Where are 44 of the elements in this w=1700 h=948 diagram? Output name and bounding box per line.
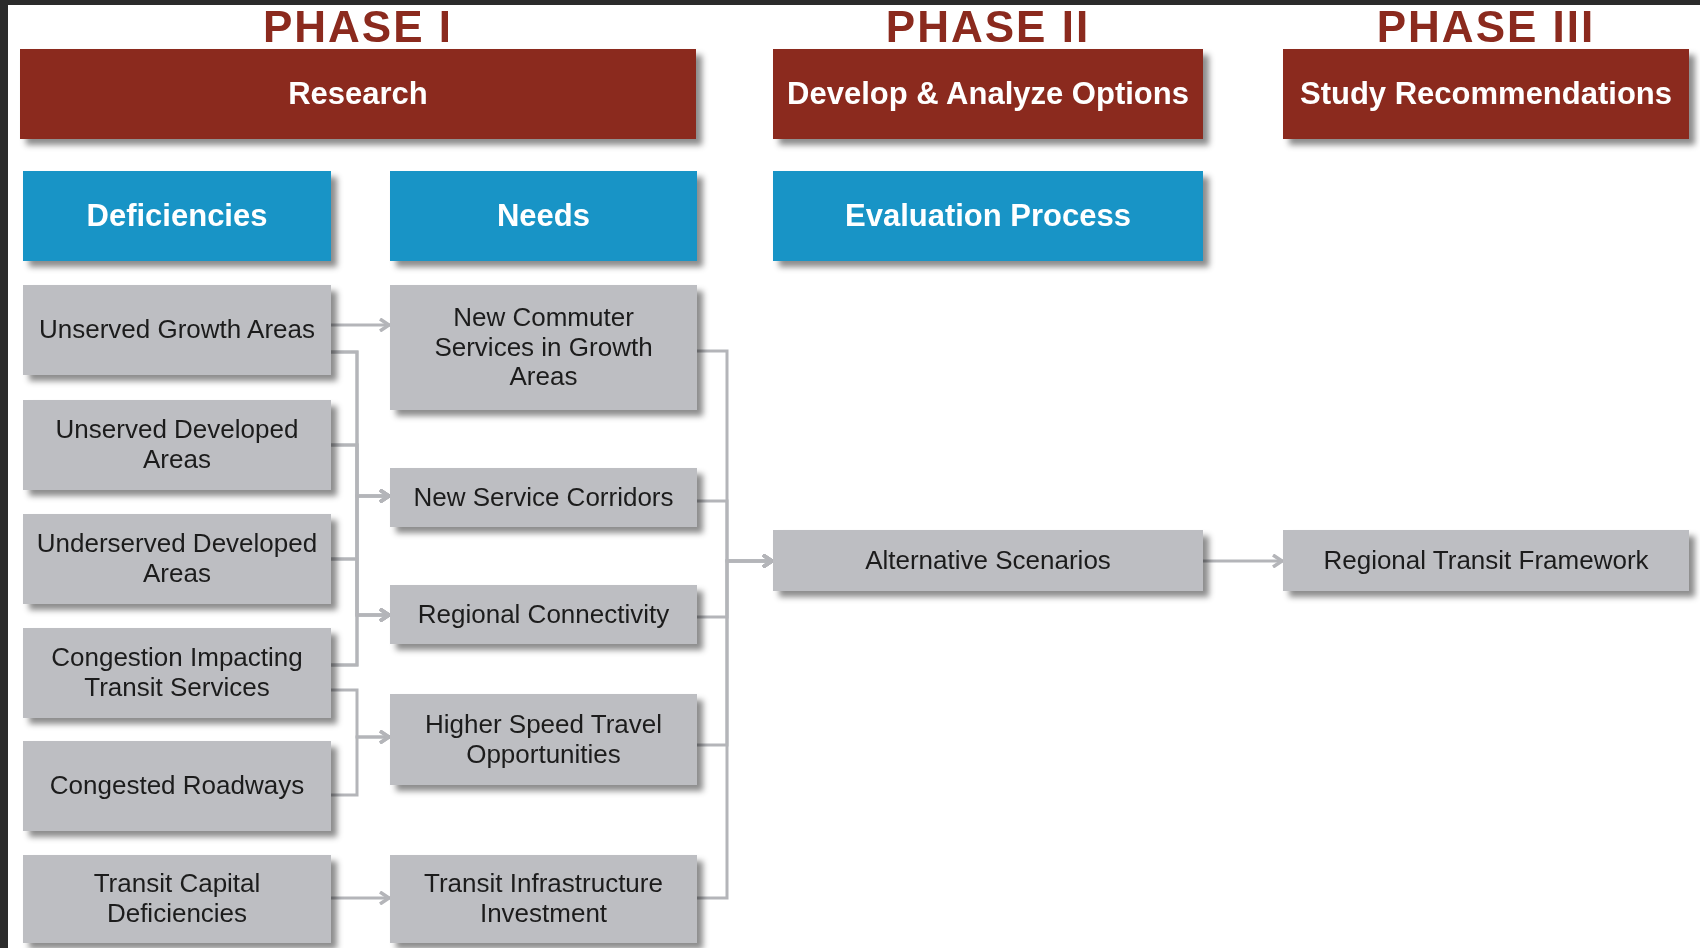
phase-title: PHASE III bbox=[1375, 5, 1597, 49]
box-label: Deficiencies bbox=[86, 198, 268, 234]
box-label: Higher Speed Travel Opportunities bbox=[424, 709, 663, 770]
box-label: Unserved Developed Areas bbox=[54, 415, 300, 475]
box-label: Evaluation Process bbox=[845, 198, 1131, 234]
process-box bbox=[23, 855, 331, 943]
box-label: Develop & Analyze Options bbox=[787, 76, 1189, 112]
box-label: Study Recommendations bbox=[1299, 76, 1673, 112]
box-label: Congested Roadways bbox=[49, 771, 305, 801]
process-box bbox=[390, 855, 697, 943]
box-label: New Commuter Services in Growth Areas bbox=[433, 302, 654, 393]
box-label: Research bbox=[288, 76, 428, 112]
process-box bbox=[390, 694, 697, 785]
process-box bbox=[390, 285, 697, 410]
box-label: Unserved Growth Areas bbox=[39, 315, 315, 345]
box-label: Congestion Impacting Transit Services bbox=[50, 643, 304, 703]
phase-title: PHASE I bbox=[261, 5, 454, 49]
category-header-box bbox=[23, 171, 331, 261]
process-box bbox=[23, 514, 331, 604]
box-label: Transit Capital Deficiencies bbox=[92, 869, 262, 929]
box-label: New Service Corridors bbox=[413, 482, 674, 513]
process-box bbox=[23, 285, 331, 375]
process-box bbox=[773, 530, 1203, 591]
box-label: Needs bbox=[496, 198, 590, 234]
box-label: Regional Connectivity bbox=[417, 599, 670, 630]
connector-arrow bbox=[331, 729, 391, 797]
box-label: Alternative Scenarios bbox=[865, 545, 1111, 576]
phase-title: PHASE II bbox=[884, 5, 1092, 49]
box-label: Transit Infrastructure Investment bbox=[423, 869, 664, 929]
connector-arrow bbox=[331, 607, 391, 667]
category-header-box bbox=[390, 171, 697, 261]
connector-arrow bbox=[331, 890, 391, 906]
process-box bbox=[390, 468, 697, 527]
connector-arrow bbox=[697, 553, 774, 900]
process-box bbox=[1283, 530, 1689, 591]
box-label: Regional Transit Framework bbox=[1323, 545, 1649, 576]
process-box bbox=[390, 585, 697, 644]
process-box bbox=[23, 628, 331, 718]
process-box bbox=[23, 741, 331, 831]
connector-arrow bbox=[1203, 553, 1284, 569]
category-header-box bbox=[773, 171, 1203, 261]
box-label: Underserved Developed Areas bbox=[35, 529, 319, 589]
process-box bbox=[23, 400, 331, 490]
connector-arrow bbox=[331, 317, 391, 333]
